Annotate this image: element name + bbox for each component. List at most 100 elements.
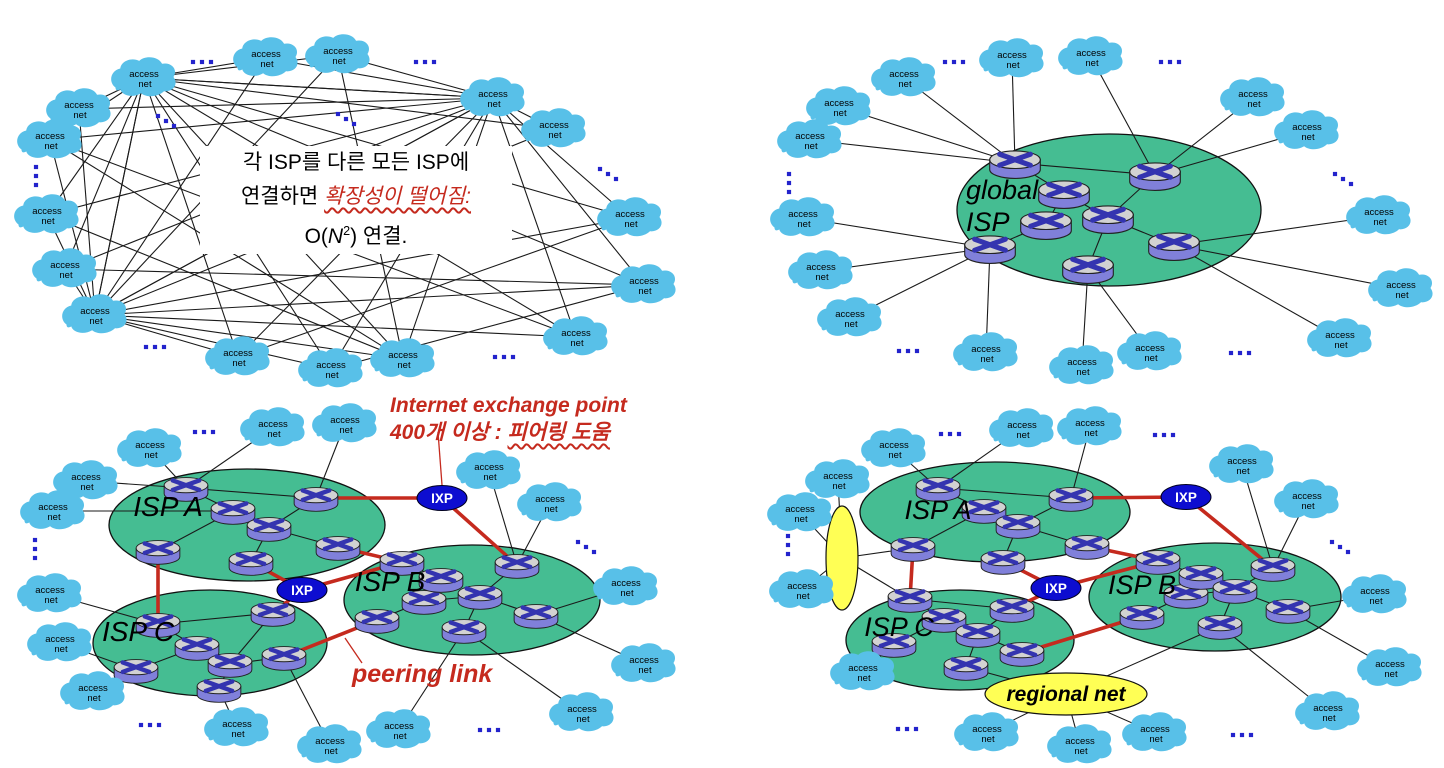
dot (1230, 732, 1236, 738)
cloud-label: access (1386, 280, 1416, 291)
router (1265, 599, 1311, 624)
cloud-label: net (59, 270, 73, 281)
diagram-label: ISP C (102, 616, 175, 647)
callout-line (437, 431, 443, 486)
dot (1176, 59, 1182, 65)
cloud-label: access (258, 419, 288, 430)
router (196, 678, 242, 703)
cloud-label: net (1301, 132, 1315, 143)
cloud-label: access (129, 69, 159, 80)
cloud-shape (1047, 724, 1112, 764)
router (135, 540, 181, 565)
cloud-shape (521, 108, 586, 148)
cloud-shape (979, 38, 1044, 78)
ellipsis-dots (138, 722, 162, 728)
dot (1158, 59, 1164, 65)
cloud-label: net (44, 595, 58, 606)
mesh-line (94, 314, 404, 360)
ellipsis-dots (192, 429, 216, 435)
router-x-icon (1028, 212, 1064, 229)
cloud-label: access (35, 131, 65, 142)
router-x-icon (120, 660, 152, 675)
dot (156, 722, 162, 728)
router (113, 659, 159, 684)
cloud-label: access (80, 306, 110, 317)
router (989, 150, 1041, 179)
ixp-node: IXP (276, 577, 328, 603)
cloud-shape (1057, 406, 1122, 446)
text-segment: 400개 이상 : (390, 421, 508, 444)
cloud-label: net (1247, 99, 1261, 110)
cloud-shape (1117, 331, 1182, 371)
dot (914, 348, 920, 354)
cloud-label: access (478, 89, 508, 100)
cloud-label: net (570, 338, 584, 349)
dot (192, 429, 198, 435)
text-segment: 피어링 도움 (507, 421, 610, 444)
cloud-shape (777, 119, 842, 159)
mesh-line (143, 77, 239, 358)
cloud-label: net (1384, 669, 1398, 680)
cloud-label: access (629, 655, 659, 666)
mesh-line (46, 214, 404, 360)
dot (190, 59, 196, 65)
cloud-label: access (50, 260, 80, 271)
router-x-icon (1137, 163, 1173, 180)
router (943, 656, 989, 681)
cloud-label: access (539, 120, 569, 131)
cloud-shape (1368, 268, 1433, 308)
cloud-label: net (832, 481, 846, 492)
diagram-label: ISP A (904, 495, 971, 525)
router-x-icon (425, 569, 457, 584)
cloud-shape (549, 692, 614, 732)
dot (343, 116, 349, 122)
dot (486, 727, 492, 733)
router-x-icon (257, 603, 289, 618)
dot (201, 429, 207, 435)
cloud-shape (1209, 444, 1274, 484)
peering-link-label: peering link (352, 660, 492, 688)
dot (1161, 432, 1167, 438)
router (1048, 487, 1094, 512)
cloud-label: net (796, 591, 810, 602)
dot (335, 111, 341, 117)
cloud-label: access (1360, 586, 1390, 597)
cloud-label: access (561, 328, 591, 339)
mesh-line (64, 268, 645, 286)
cloud-label: access (848, 663, 878, 674)
cloud-shape (456, 450, 521, 490)
cloud-label: net (833, 108, 847, 119)
cloud-label: access (64, 100, 94, 111)
router (401, 590, 447, 615)
cloud-label: net (332, 56, 346, 67)
cloud-label: net (1395, 290, 1409, 301)
ellipsis-dots (785, 533, 791, 557)
ellipsis-dots (190, 59, 214, 65)
cloud-label: net (1006, 60, 1020, 71)
mesh-line (94, 57, 267, 316)
router-x-icon (1090, 206, 1126, 223)
ixp-node: IXP (1160, 484, 1212, 510)
cloud-label: access (251, 49, 281, 60)
router-x-icon (878, 634, 910, 649)
ellipsis-dots (1332, 171, 1354, 187)
router (1148, 232, 1200, 261)
ixp-ellipse (1160, 484, 1212, 510)
router-x-icon (1002, 515, 1034, 530)
router (1119, 605, 1165, 630)
